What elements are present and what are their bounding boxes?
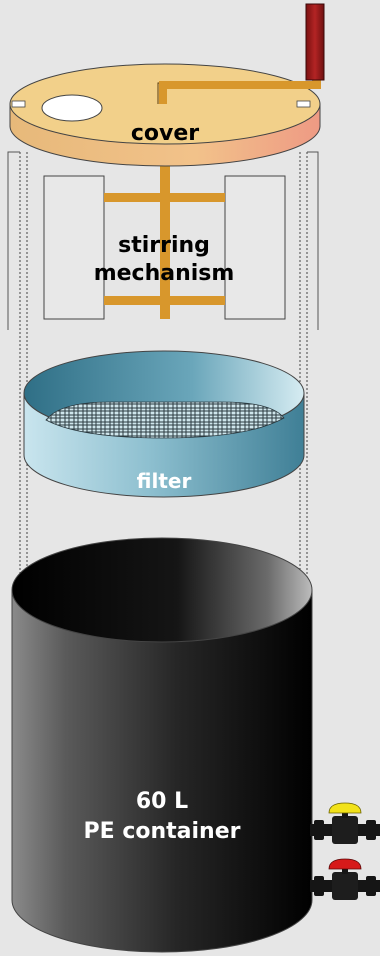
cover-opening [42,95,102,121]
valve-yellow-coupling-left [314,820,324,840]
valve-yellow-coupling-right [366,820,376,840]
stirring-label-line2: mechanism [94,261,235,286]
valve-yellow-body [332,816,358,844]
pe-container [12,538,312,952]
container-label-line2: PE container [84,819,241,844]
guide-bracket-left [8,152,20,330]
valve-red [310,859,380,900]
cover-clip-left [12,101,25,107]
container-top [12,538,312,642]
cover-label: cover [131,121,199,146]
crank-handle [306,4,324,80]
cover-clip-right [297,101,310,107]
valve-yellow [310,803,380,844]
stirring-paddle-right [225,176,285,319]
valve-red-coupling-left [314,876,324,896]
valve-red-handle [329,859,361,869]
valve-yellow-handle [329,803,361,813]
filter-label: filter [137,469,192,493]
container-label-line1: 60 L [136,789,188,814]
guide-bracket-right [307,152,318,330]
valve-red-body [332,872,358,900]
valve-red-coupling-right [366,876,376,896]
stirring-paddle-left [44,176,104,319]
stirring-label-line1: stirring [118,233,210,258]
container-body [12,590,312,952]
